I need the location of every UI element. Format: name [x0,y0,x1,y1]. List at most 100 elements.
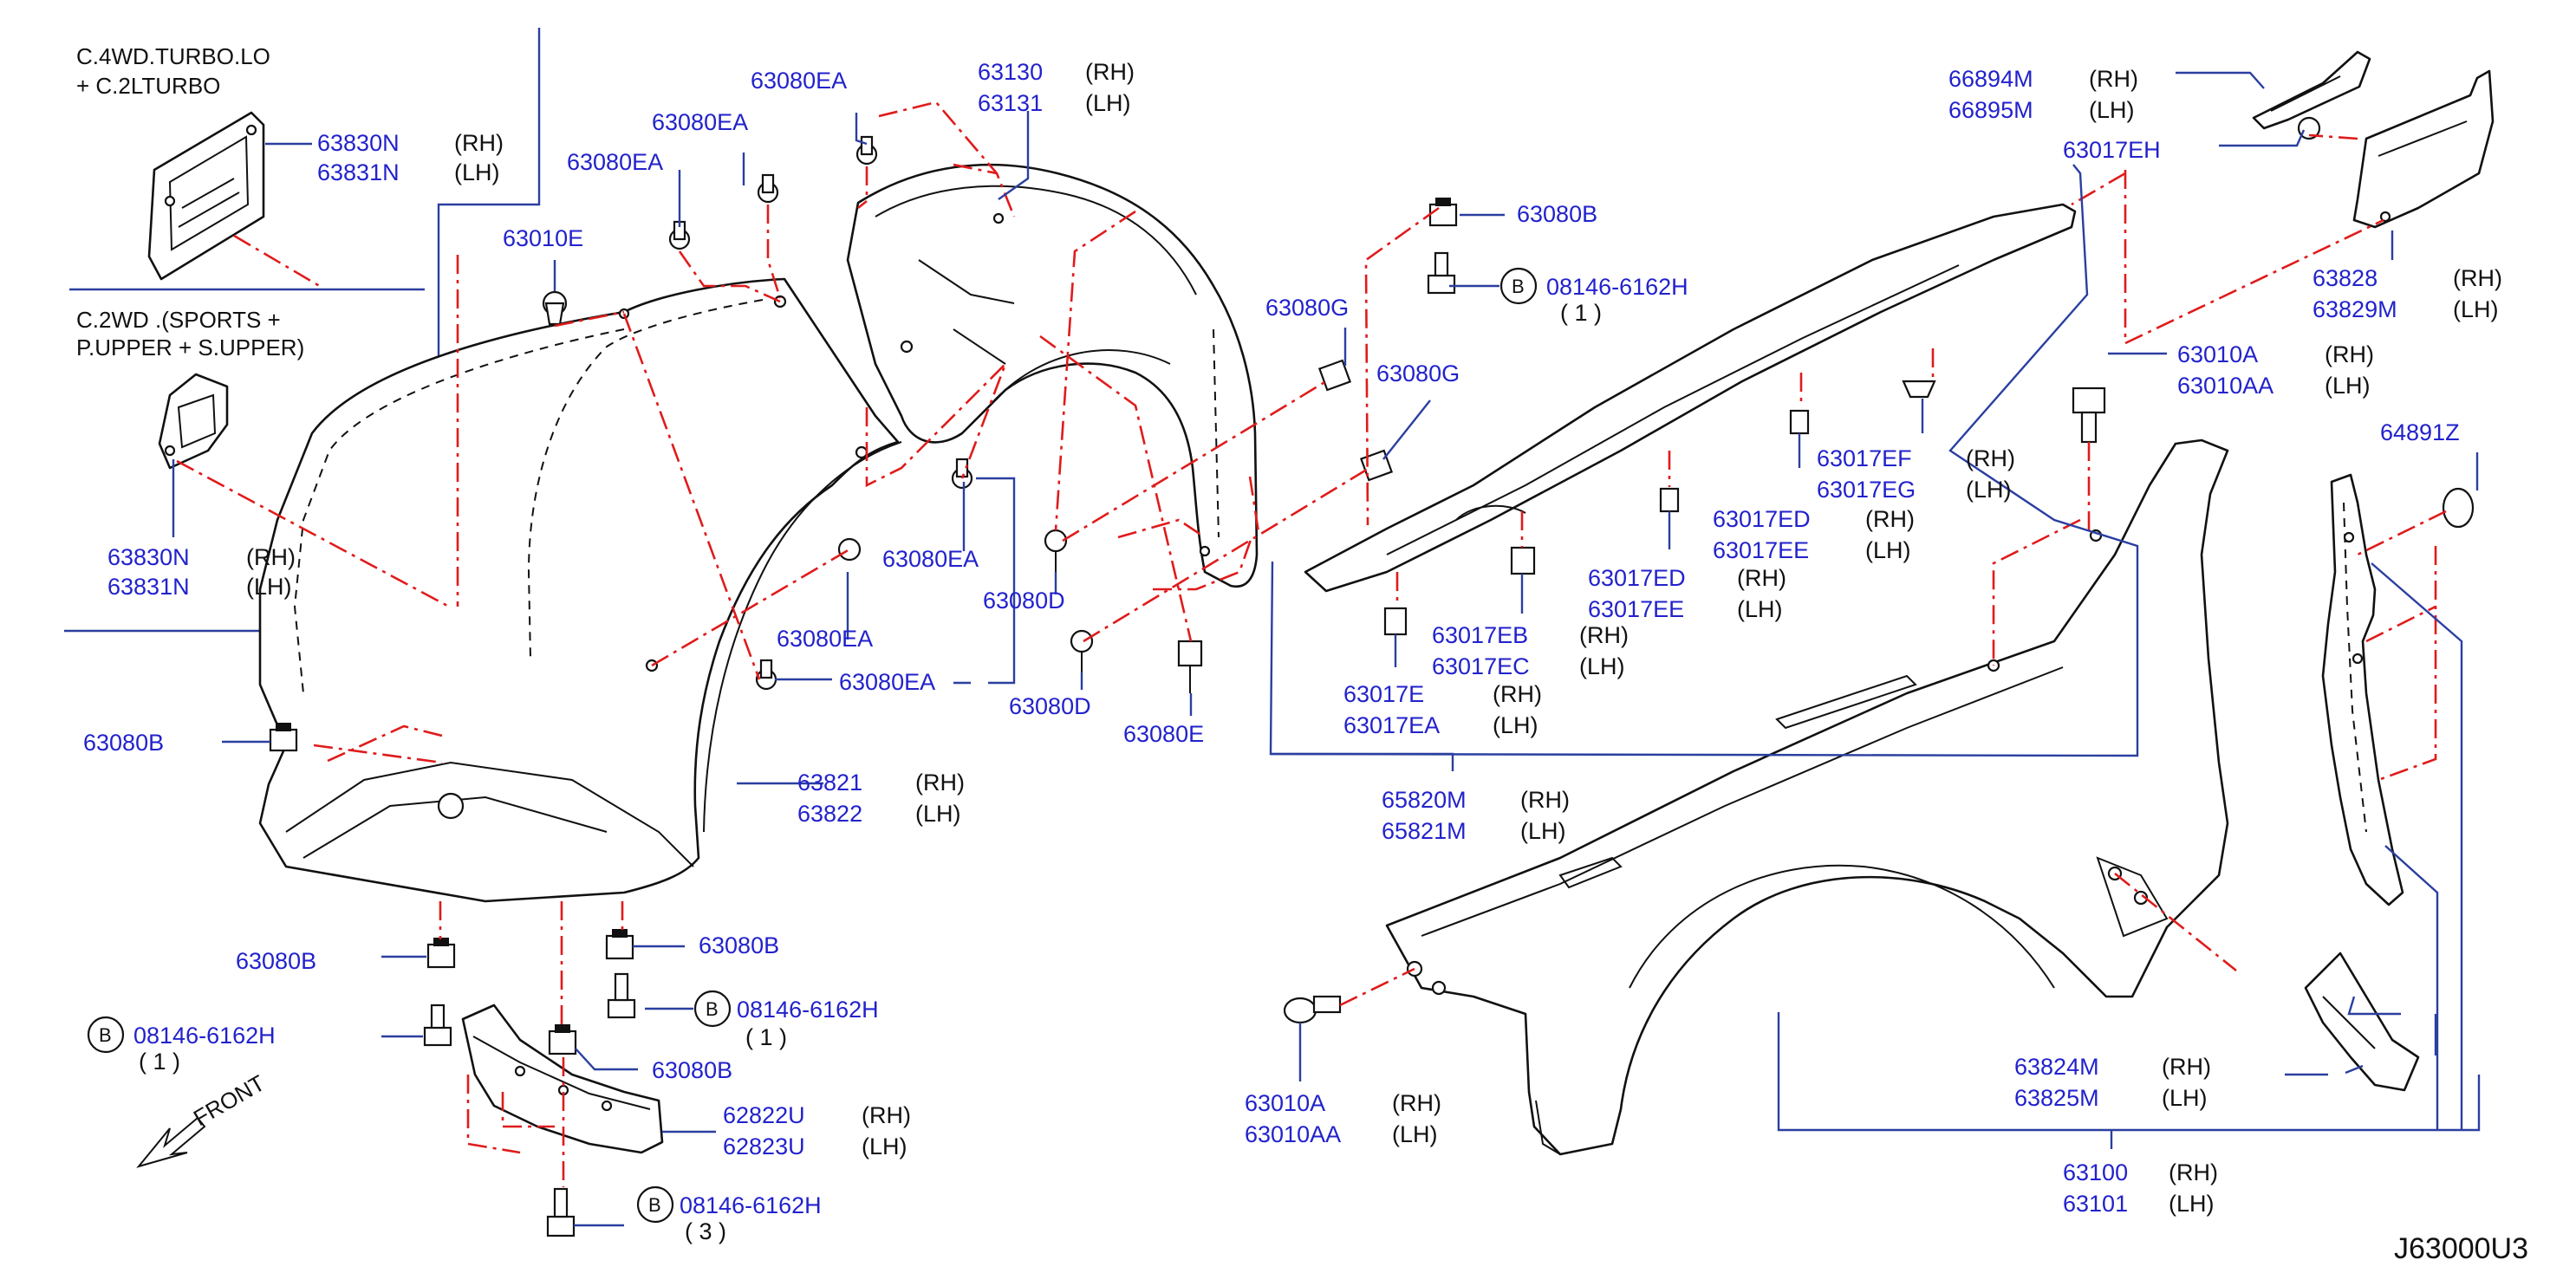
bolt-marker-top: B [1499,267,1538,305]
svg-text:(RH): (RH) [2453,265,2502,291]
clip-63080d-a [1044,529,1068,572]
label-63010aa-top: 63010AA [2177,373,2274,399]
bolt-08146-mid [607,972,636,1019]
clip-63080ea-d [951,458,973,490]
label-63830n-bottom-1: 63830N [107,544,190,570]
label-bolt-top: 08146-6162H [1546,274,1688,300]
clip-63080ea-f [755,659,777,691]
clip-63080e [1177,640,1203,693]
front-fender [1385,438,2229,1156]
label-63830n-top-1: 63830N [317,130,400,156]
clip-63080b-low2 [605,929,634,960]
svg-text:(LH): (LH) [1392,1121,1438,1147]
clip-63080ea-b [757,173,779,204]
bolt-marker-left: B [87,1016,125,1054]
label-63010a-bottom: 63010A [1245,1090,1325,1116]
label-63080b-low1: 63080B [236,948,316,974]
label-63080d-2: 63080D [1009,693,1091,719]
svg-text:(RH): (RH) [1392,1090,1441,1116]
sports-note-line1: C.2WD .(SPORTS + [76,307,281,333]
label-63080e: 63080E [1123,721,1204,747]
svg-text:( 3 ): ( 3 ) [685,1218,726,1244]
label-63017e: 63017E [1343,681,1424,707]
svg-text:(LH): (LH) [862,1133,907,1159]
svg-text:(LH): (LH) [1520,818,1566,844]
front-label: FRONT [189,1069,270,1131]
label-63010a-top: 63010A [2177,341,2258,367]
label-63017ef: 63017EF [1817,445,1912,471]
clip-63080ea-e [837,537,862,562]
label-63080ea-6: 63080EA [839,669,935,695]
label-63080b-left: 63080B [83,730,164,756]
fender-bracket-lower [461,1003,664,1154]
assembly-lines [176,101,2447,1187]
clip-63080b-low1 [426,938,456,969]
label-65820m: 65820M [1382,787,1467,813]
label-63017ed-2: 63017ED [1588,565,1686,591]
sports-note-line2: P.UPPER + S.UPPER) [76,334,304,360]
label-66894m: 66894M [1948,66,2033,92]
label-63080ea-3: 63080EA [751,68,847,94]
label-63080b-low3: 63080B [652,1057,732,1083]
svg-text:(RH): (RH) [1085,59,1135,85]
svg-text:(LH): (LH) [915,801,961,827]
label-bolt-bottom: 08146-6162H [680,1192,822,1218]
label-63017eb: 63017EB [1432,622,1528,648]
svg-text:(RH): (RH) [2169,1159,2218,1185]
label-63829m: 63829M [2313,296,2397,322]
svg-text:(LH): (LH) [1085,90,1131,116]
fender-side-seal [2304,952,2420,1092]
svg-text:(LH): (LH) [1737,596,1783,622]
svg-text:( 1 ): ( 1 ) [1560,300,1602,326]
label-63100: 63100 [2063,1159,2128,1185]
svg-text:B: B [706,998,719,1020]
fender-protector-upper [846,163,1259,588]
svg-text:(LH): (LH) [454,159,500,185]
svg-text:(RH): (RH) [1865,506,1915,532]
svg-text:(RH): (RH) [1493,681,1542,707]
bolt-08146-top [1427,251,1456,295]
svg-text:B: B [648,1194,661,1216]
label-63828: 63828 [2313,265,2378,291]
bolt-63010a-top [2072,386,2106,444]
svg-text:(RH): (RH) [1737,565,1786,591]
label-62822u: 62822U [723,1102,805,1128]
turbo-note-line2: + C.2LTURBO [76,73,220,99]
clip-63017e [1383,607,1408,636]
label-63080g-2: 63080G [1376,360,1460,386]
svg-text:(LH): (LH) [2453,296,2499,322]
notes: C.4WD.TURBO.LO + C.2LTURBO C.2WD .(SPORT… [76,43,304,360]
svg-text:(LH): (LH) [1493,712,1538,738]
label-63080ea-5: 63080EA [777,626,873,652]
clip-63080g-a [1317,359,1352,392]
svg-text:(RH): (RH) [2162,1054,2211,1080]
svg-text:(LH): (LH) [1966,477,2012,503]
label-63830n-bottom-2: 63831N [107,574,190,600]
svg-text:(RH): (RH) [2325,341,2374,367]
clip-63080ea-c [855,135,878,166]
splash-guard-upper-sports [158,373,229,470]
seal-bracket-66894m [2252,50,2371,130]
label-63080ea-2: 63080EA [652,109,748,135]
leader-lines [172,71,2481,1227]
label-63080b-top: 63080B [1517,201,1597,227]
label-63017ed-1: 63017ED [1713,506,1811,532]
fasteners [269,116,2321,1237]
label-63010e: 63010E [503,225,583,251]
label-63824m: 63824M [2014,1054,2099,1080]
svg-text:(LH): (LH) [246,574,292,600]
svg-text:(LH): (LH) [2169,1191,2215,1217]
label-64891z: 64891Z [2380,419,2460,445]
label-63825m: 63825M [2014,1085,2099,1111]
clip-63017ed-b [1659,487,1680,513]
label-66895m: 66895M [1948,97,2033,123]
svg-text:(LH): (LH) [1579,653,1625,679]
clip-63080b-left [269,723,298,752]
label-63830n-top-2: 63831N [317,159,400,185]
bolt-08146-bottom [546,1187,576,1237]
clip-66894m [2297,116,2321,140]
svg-text:( 1 ): ( 1 ) [139,1049,180,1075]
label-63131: 63131 [978,90,1043,116]
clip-63080ea-a [668,220,691,250]
